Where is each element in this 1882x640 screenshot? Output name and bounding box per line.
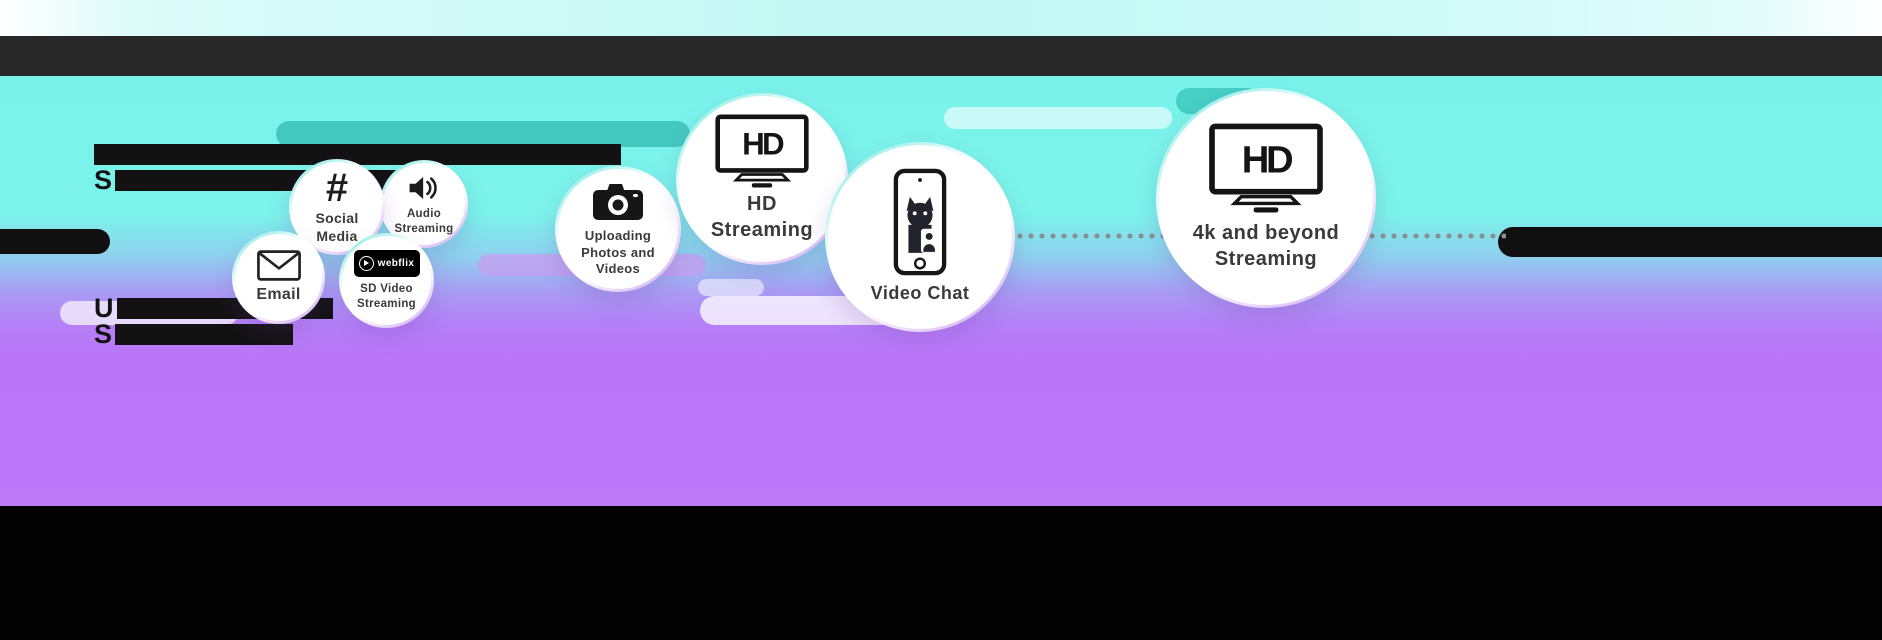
footer-black-band bbox=[0, 506, 1882, 640]
webflix-logo: webflix bbox=[353, 249, 420, 277]
bubble-label: Social Media bbox=[315, 210, 359, 244]
bubble-label: Audio Streaming bbox=[394, 207, 454, 235]
bubble-label: Uploading Photos and Videos bbox=[581, 228, 655, 277]
top-strip-band bbox=[0, 0, 1882, 36]
decor-pill-white bbox=[698, 279, 764, 296]
bubble-label: Email bbox=[256, 285, 301, 303]
bubble-label: HD Streaming bbox=[710, 193, 814, 241]
redacted-text-prefix: U bbox=[94, 293, 114, 323]
header-black-bar bbox=[0, 36, 1882, 76]
hd-logo-text: HD bbox=[1242, 139, 1293, 182]
bubble-hd-streaming: HD HD Streaming bbox=[676, 93, 848, 265]
decor-pill-teal bbox=[276, 121, 690, 147]
bubble-sd-video-streaming: webflix SD Video Streaming bbox=[339, 233, 434, 328]
play-icon bbox=[358, 255, 374, 271]
hd-tv-icon: HD bbox=[715, 114, 809, 188]
redacted-line bbox=[94, 144, 621, 165]
speaker-icon bbox=[409, 176, 437, 199]
bubble-4k-streaming: HD 4k and beyond Streaming bbox=[1156, 88, 1376, 308]
decor-pill-white bbox=[944, 107, 1172, 129]
redacted-text-bar bbox=[115, 324, 294, 345]
bubble-label: Video Chat bbox=[870, 283, 970, 304]
timeline-start-pill bbox=[0, 229, 110, 254]
redacted-text-prefix: S bbox=[94, 165, 113, 195]
hd-tv-icon: HD bbox=[1209, 123, 1323, 213]
redacted-text-bar bbox=[94, 144, 621, 165]
webflix-logo-text: webflix bbox=[377, 257, 415, 269]
hashtag-icon: # bbox=[325, 166, 349, 211]
bubble-label: 4k and beyond Streaming bbox=[1192, 222, 1340, 270]
redacted-line: S bbox=[94, 319, 333, 349]
video-chat-phone-icon bbox=[893, 169, 947, 276]
timeline-end-pill bbox=[1498, 227, 1882, 257]
envelope-icon bbox=[256, 250, 301, 281]
bubble-email: Email bbox=[232, 231, 325, 324]
camera-icon bbox=[593, 184, 643, 221]
bubble-uploading-photos-videos: Uploading Photos and Videos bbox=[555, 166, 681, 292]
bubble-audio-streaming: Audio Streaming bbox=[380, 160, 468, 248]
redacted-text-prefix: S bbox=[94, 319, 113, 349]
bubble-video-chat: Video Chat bbox=[825, 142, 1015, 332]
bubble-label: SD Video Streaming bbox=[357, 282, 416, 310]
hd-logo-text: HD bbox=[742, 127, 784, 162]
